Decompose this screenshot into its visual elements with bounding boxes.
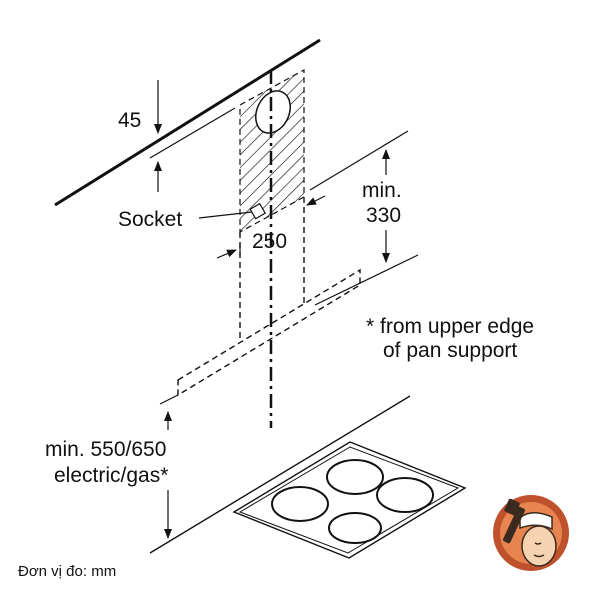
min-550-label-line1: min. 550/650: [45, 438, 166, 461]
dimension-250: 250: [216, 195, 326, 259]
hood-outline: [177, 268, 361, 397]
footnote-line2: of pan support: [383, 339, 517, 362]
socket-callout: Socket: [118, 208, 253, 231]
dimension-min-330: min. 330: [309, 130, 419, 306]
min-330-label-line2: 330: [366, 204, 401, 227]
burner-front-left: [271, 486, 329, 522]
min-550-label-line2: electric/gas*: [54, 464, 168, 487]
dimension-45: 45: [118, 80, 236, 192]
socket-symbol: [249, 202, 267, 220]
burner-back-left: [326, 459, 384, 495]
unit-note: Đơn vị đo: mm: [18, 563, 117, 580]
dim-250-label: 250: [252, 230, 287, 253]
ceiling-line: [54, 38, 321, 207]
dimension-min-550: min. 550/650 electric/gas*: [45, 394, 179, 539]
min-330-label-line1: min.: [362, 179, 402, 202]
burner-front-right: [328, 512, 382, 544]
socket-label: Socket: [118, 208, 182, 231]
duct-opening: [255, 90, 291, 134]
burner-back-right: [376, 477, 434, 513]
chef-logo: [493, 495, 569, 571]
dim-45-label: 45: [118, 109, 141, 132]
footnote-line1: * from upper edge: [366, 315, 534, 338]
cooktop: [149, 395, 467, 559]
